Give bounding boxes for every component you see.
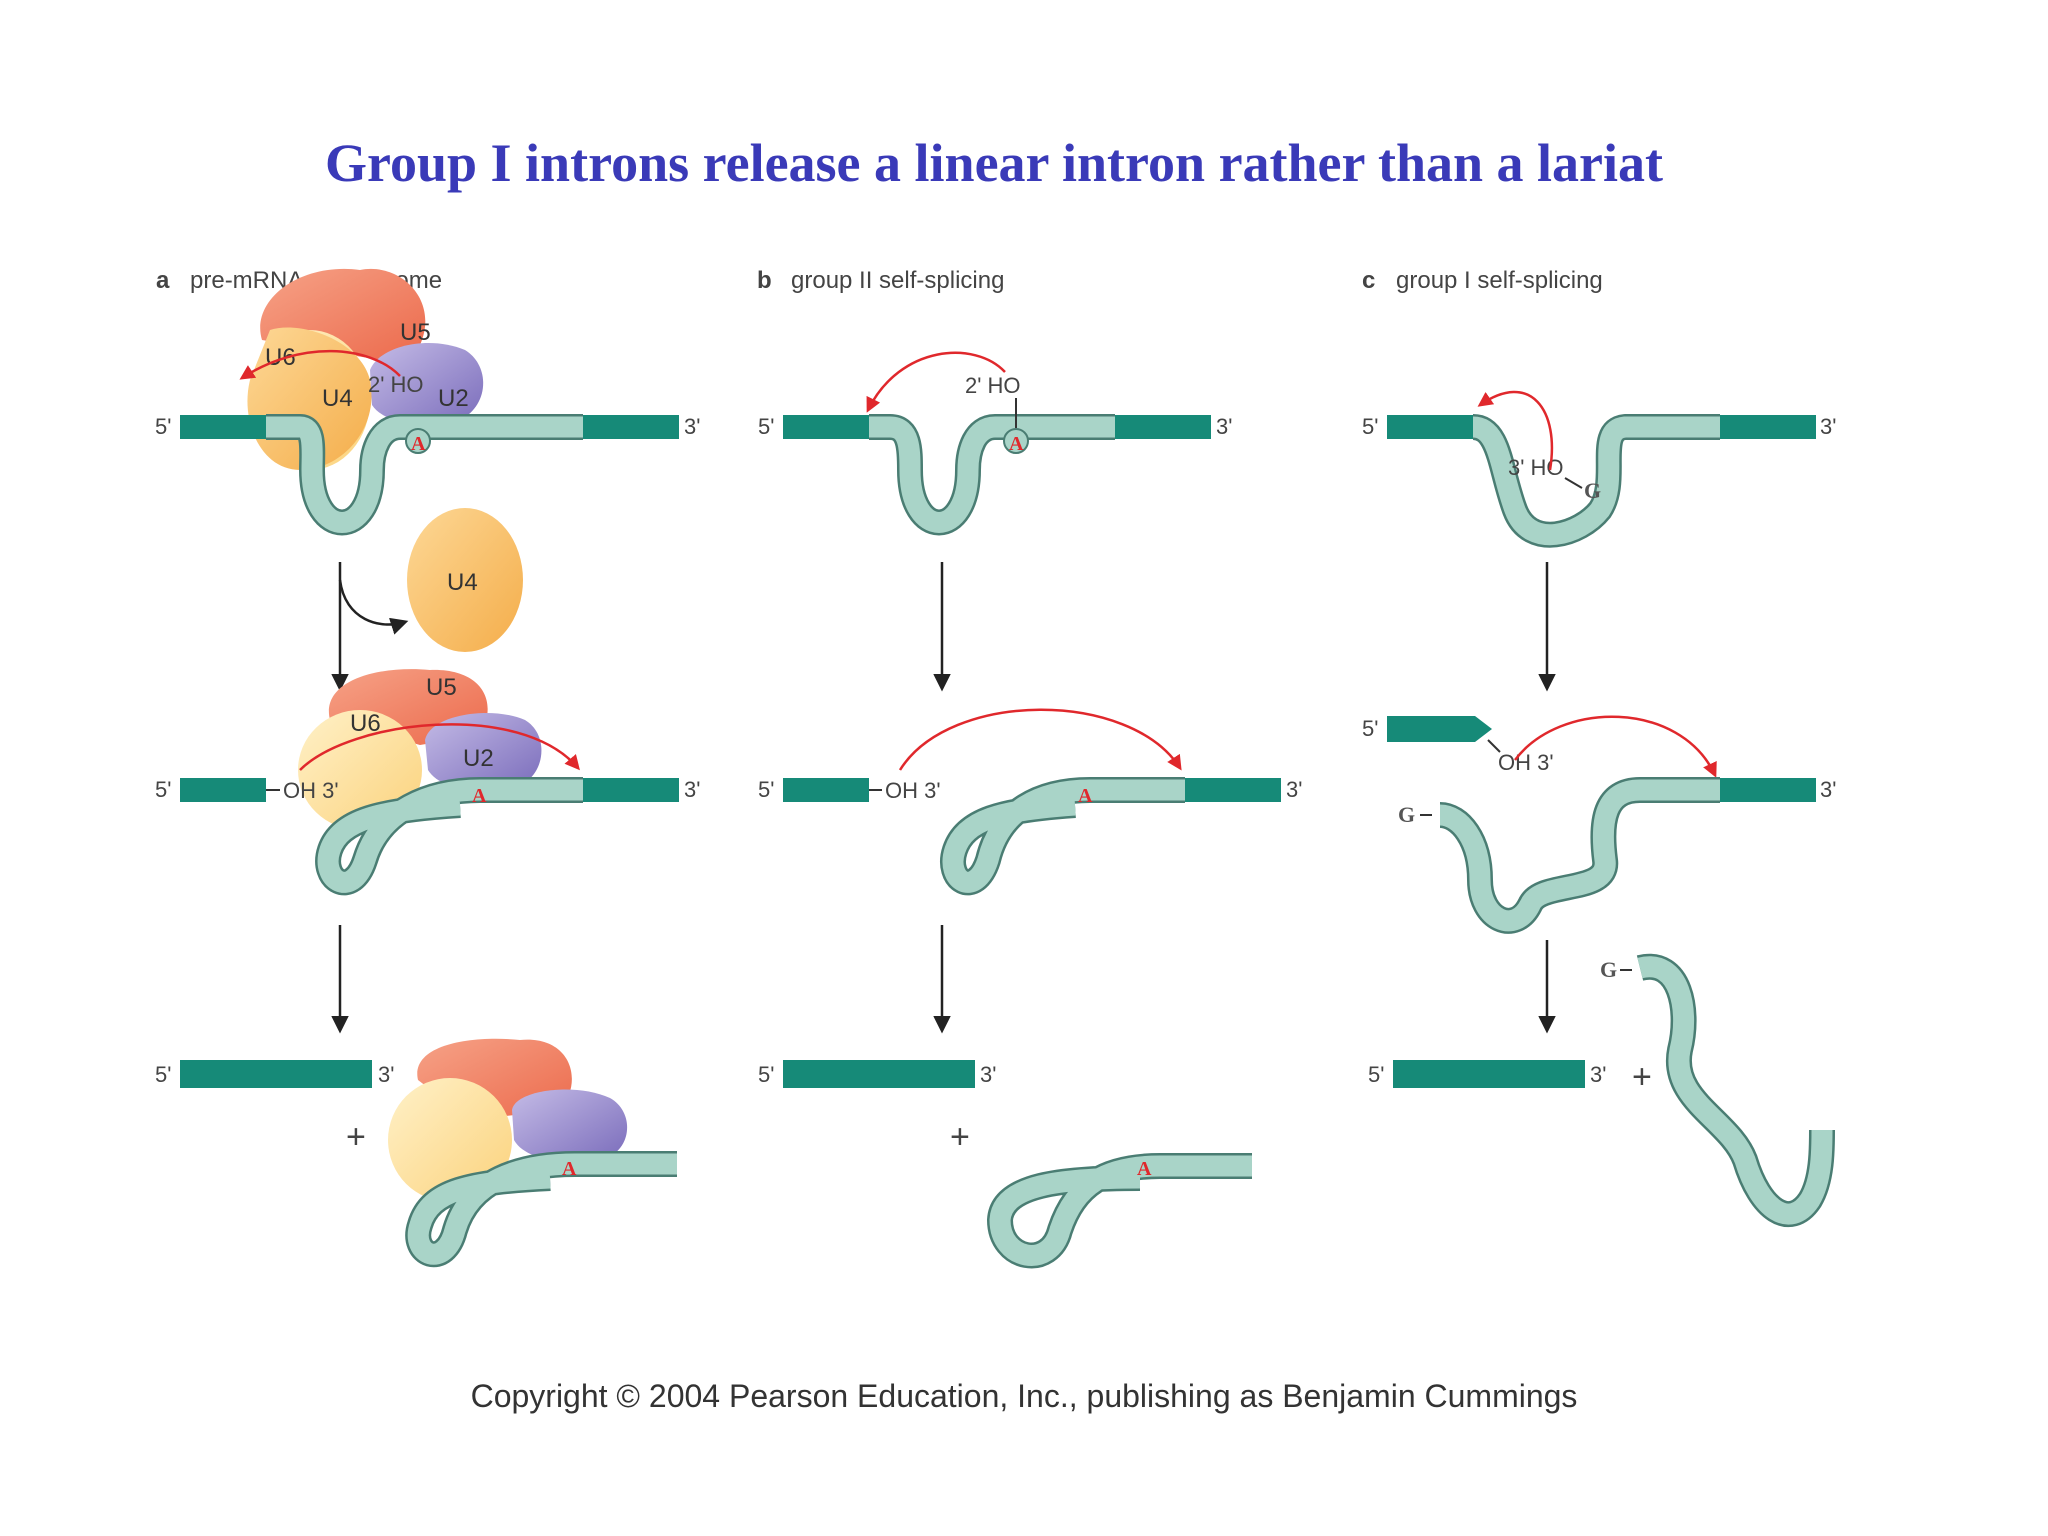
guanosine-label: G [1398, 802, 1415, 827]
plus-sign: + [346, 1118, 366, 1156]
exon-2 [583, 415, 679, 439]
three-prime-label: 3' [1216, 414, 1232, 439]
five-prime-label: 5' [155, 1062, 171, 1087]
u5-label: U5 [400, 319, 431, 346]
lariat-intron [317, 779, 583, 893]
three-prime-label: 3' [980, 1062, 996, 1087]
three-prime-label: 3' [378, 1062, 394, 1087]
u2-label: U2 [438, 385, 469, 412]
plus-sign: + [1632, 1058, 1652, 1096]
exon-2 [583, 778, 679, 802]
branch-point-a: A [1009, 433, 1024, 455]
panel-c-letter: c [1362, 267, 1375, 294]
five-prime-label: 5' [1362, 414, 1378, 439]
attack-arrow [1477, 390, 1554, 471]
intron [1438, 779, 1720, 932]
three-prime-label: 3' [1286, 777, 1302, 802]
u2-snrnp [370, 342, 484, 425]
intron [1471, 416, 1720, 546]
u4-released [407, 508, 523, 652]
five-prime-label: 5' [758, 777, 774, 802]
three-prime-label: 3' [1820, 414, 1836, 439]
plus-sign: + [950, 1118, 970, 1156]
exon-1 [1387, 415, 1473, 439]
spliced-exons [180, 1060, 372, 1088]
intron [266, 416, 583, 533]
guanosine-label: G [1584, 478, 1601, 503]
five-prime-label: 5' [758, 1062, 774, 1087]
panel-b-label: group II self-splicing [791, 267, 1004, 294]
oh3-label: OH 3' [1498, 750, 1554, 775]
five-prime-label: 5' [1362, 716, 1378, 741]
exon-2 [1185, 778, 1281, 802]
exon-2 [1720, 415, 1816, 439]
branch-point-a: A [1078, 785, 1093, 807]
lariat-intron [989, 1155, 1252, 1266]
attack-arrow [299, 723, 580, 771]
branch-point-a: A [411, 433, 426, 455]
three-prime-label: 3' [1820, 777, 1836, 802]
lariat-intron [942, 779, 1185, 893]
panel-b: A 2' HO 5' 3' OH 3' A 5' 3' 5' 3' + A [758, 351, 1302, 1269]
exon-1 [783, 778, 869, 802]
attack-arrow [1514, 715, 1717, 778]
u6-snrnp [388, 1078, 512, 1202]
spliced-exons [783, 1060, 975, 1088]
panel-a: U5 U6 U4 U2 2' HO A 5' 3' U4 U5 U6 U2 [155, 268, 700, 1268]
two-ho-label: 2' HO [965, 373, 1021, 398]
five-prime-label: 5' [1368, 1062, 1384, 1087]
branch-point-a: A [562, 1158, 577, 1180]
u2-label: U2 [463, 745, 494, 772]
attack-arrow [866, 351, 1006, 413]
intron [869, 416, 1115, 533]
oh3-label: OH 3' [885, 778, 941, 803]
panel-c: 3' HO G 5' 3' 5' OH 3' G 3' 5' 3' + G [1362, 390, 1836, 1227]
exon-2 [1115, 415, 1211, 439]
u4-label: U4 [322, 385, 353, 412]
two-ho-label: 2' HO [368, 372, 424, 397]
linear-intron [1637, 956, 1833, 1225]
u2-snrnp [512, 1089, 628, 1162]
exon-2 [1720, 778, 1816, 802]
panel-b-letter: b [757, 267, 772, 294]
release-arrow [338, 579, 409, 635]
exon-1 [180, 778, 266, 802]
slide-title: Group I introns release a linear intron … [324, 133, 1664, 193]
u5-label: U5 [426, 674, 457, 701]
released-spliceosome [388, 1038, 628, 1202]
copyright-notice: Copyright © 2004 Pearson Education, Inc.… [470, 1378, 1578, 1414]
exon-1 [783, 415, 869, 439]
five-prime-label: 5' [758, 414, 774, 439]
guanosine-label: G [1600, 957, 1617, 982]
attack-arrow [898, 708, 1182, 771]
u4-released-label: U4 [447, 569, 478, 596]
u6-label: U6 [265, 344, 296, 371]
panel-a-letter: a [156, 267, 170, 294]
lariat-intron [407, 1153, 677, 1265]
attack-arrow [239, 349, 401, 380]
branch-point-a: A [472, 785, 487, 807]
spliced-exons [1393, 1060, 1585, 1088]
exon-1 [1387, 716, 1492, 742]
oh3-label: OH 3' [283, 778, 339, 803]
three-prime-label: 3' [684, 414, 700, 439]
branch-point-a: A [1137, 1158, 1152, 1180]
five-prime-label: 5' [155, 414, 171, 439]
exon-1 [180, 415, 266, 439]
three-ho-label: 3' HO [1508, 455, 1564, 480]
three-prime-label: 3' [1590, 1062, 1606, 1087]
panel-c-label: group I self-splicing [1396, 267, 1603, 294]
three-prime-label: 3' [684, 777, 700, 802]
five-prime-label: 5' [155, 777, 171, 802]
